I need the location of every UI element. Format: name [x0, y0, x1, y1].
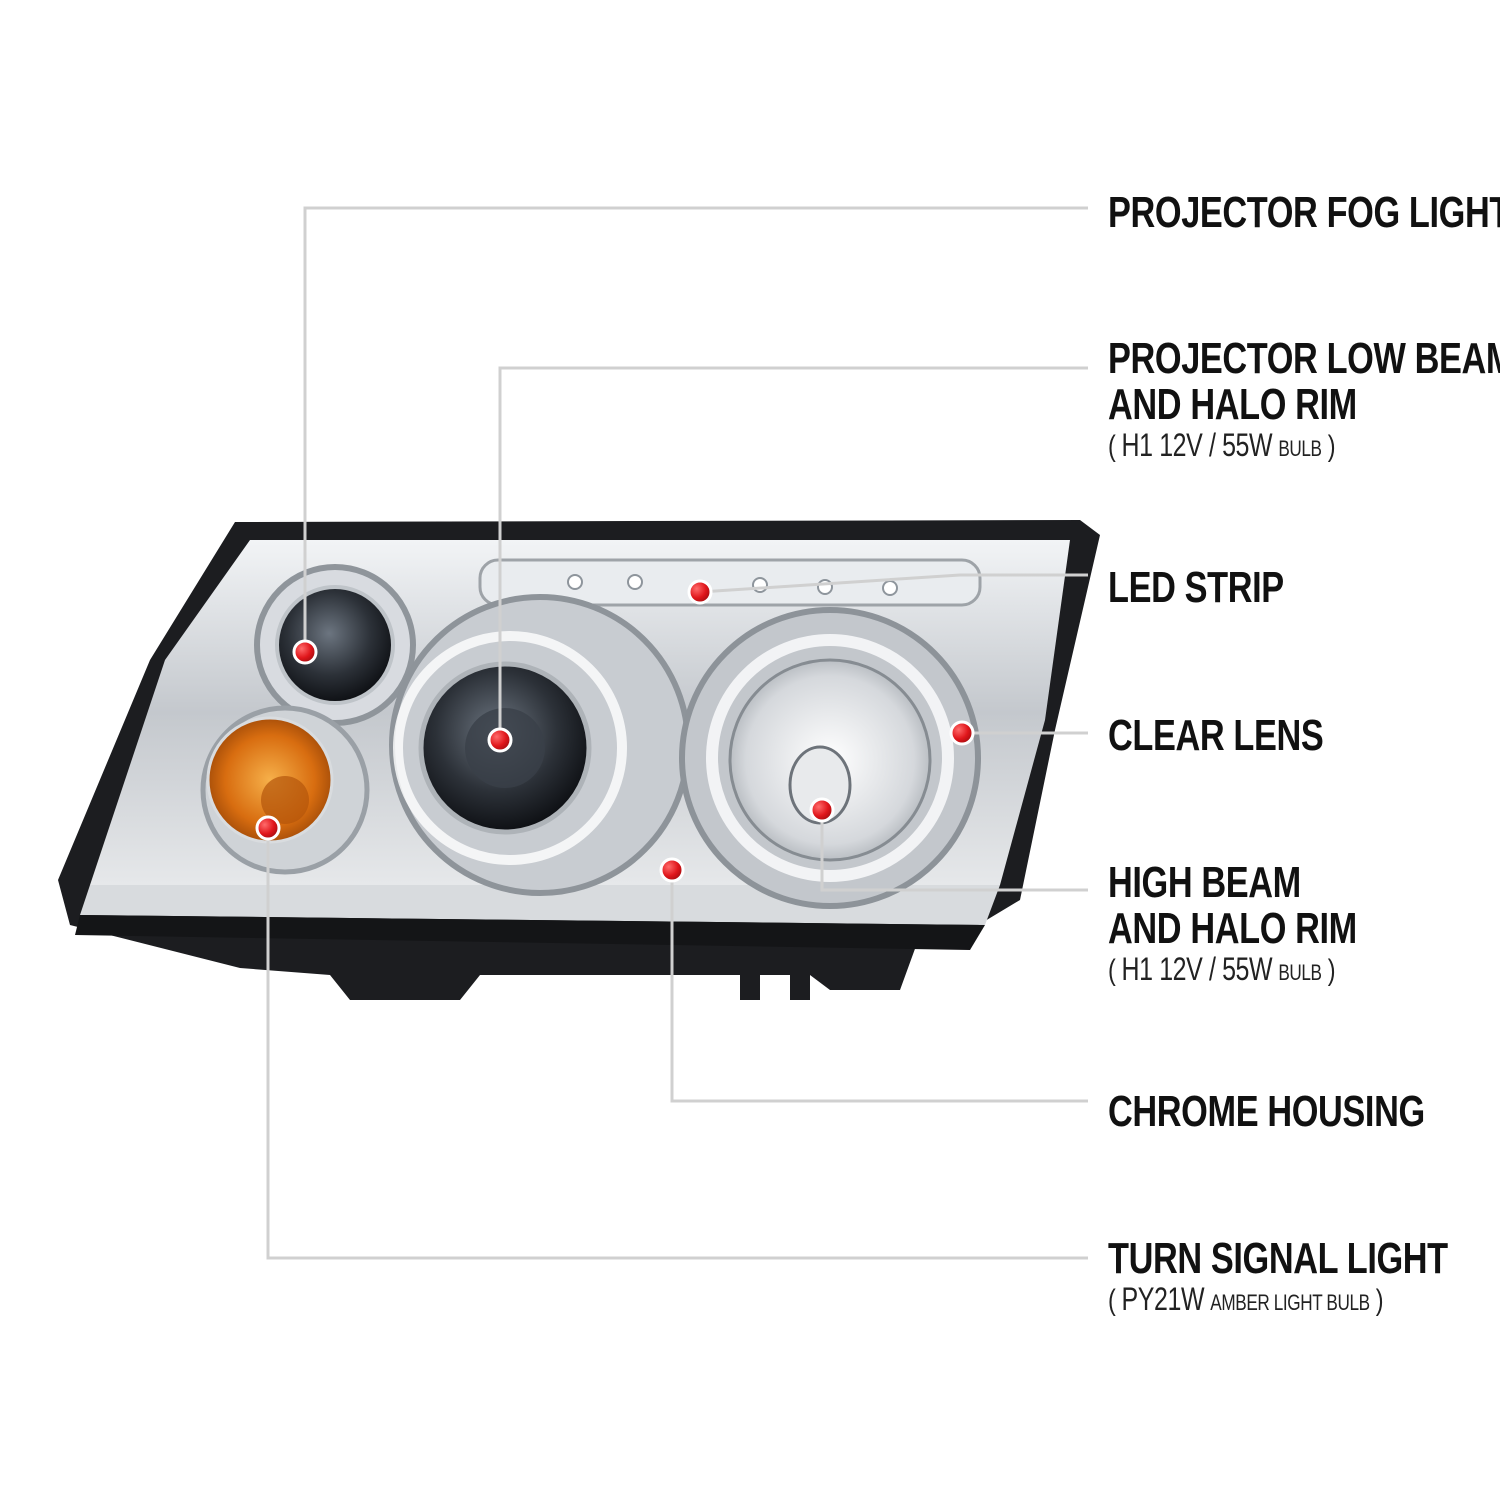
fog-projector: [254, 564, 416, 726]
leader-fog: [303, 206, 1088, 655]
leader-high-beam: [820, 810, 1088, 892]
leader-lines: [266, 206, 1088, 1260]
callout-projector-low-beam: PROJECTOR LOW BEAM AND HALO RIM ( H1 12V…: [1108, 336, 1500, 466]
bottom-trim: [75, 915, 985, 950]
callout-title: PROJECTOR FOG LIGHT: [1108, 188, 1500, 237]
callout-title: PROJECTOR LOW BEAM: [1108, 334, 1500, 383]
callout-led-strip: LED STRIP: [1108, 565, 1284, 611]
markers: [255, 579, 975, 883]
callout-turn-signal-light: TURN SIGNAL LIGHT ( PY21W AMBER LIGHT BU…: [1108, 1236, 1448, 1320]
leader-turn: [266, 828, 1088, 1260]
led-strip-housing: [478, 558, 982, 607]
callout-high-beam: HIGH BEAM AND HALO RIM ( H1 12V / 55W BU…: [1108, 860, 1357, 990]
callout-title: HIGH BEAM: [1108, 858, 1301, 907]
marker-low-beam: [487, 727, 513, 753]
leader-low-beam: [498, 366, 1088, 740]
led-strip-diodes: [567, 574, 898, 596]
mounting-tabs: [350, 975, 810, 1000]
marker-led-strip: [687, 579, 713, 605]
callout-clear-lens: CLEAR LENS: [1108, 711, 1324, 760]
callout-chrome-housing: CHROME HOUSING: [1108, 1089, 1425, 1135]
leader-chrome: [670, 870, 1088, 1103]
callout-projector-fog-light: PROJECTOR FOG LIGHT: [1108, 190, 1500, 236]
marker-chrome: [659, 857, 685, 883]
headlight-assembly: [58, 520, 1100, 1000]
high-beam-reflector: [679, 607, 981, 909]
marker-high-beam: [809, 797, 835, 823]
low-beam-projector: [389, 594, 691, 896]
callout-title: AND HALO RIM: [1108, 904, 1357, 953]
callout-title: LED STRIP: [1108, 563, 1284, 612]
marker-clear-lens: [949, 720, 975, 746]
callout-title: AND HALO RIM: [1108, 380, 1357, 429]
callout-spec: ( H1 12V / 55W BULB ): [1108, 951, 1336, 987]
turn-signal-reflector: [200, 705, 370, 875]
marker-turn: [255, 815, 281, 841]
callout-title: TURN SIGNAL LIGHT: [1108, 1234, 1448, 1283]
callout-title: CLEAR LENS: [1108, 711, 1324, 760]
marker-fog: [292, 639, 318, 665]
callout-spec: ( PY21W AMBER LIGHT BULB ): [1108, 1281, 1384, 1317]
callout-spec: ( H1 12V / 55W BULB ): [1108, 427, 1336, 463]
callout-title: CHROME HOUSING: [1108, 1087, 1425, 1136]
leader-led-strip: [699, 573, 1088, 594]
